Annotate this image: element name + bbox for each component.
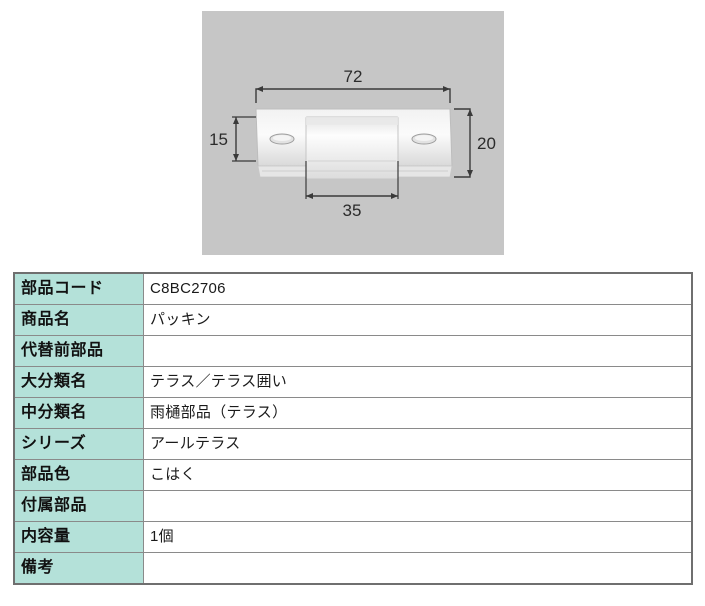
table-row: 中分類名 雨樋部品（テラス） — [14, 397, 692, 429]
table-row: 商品名 パッキン — [14, 304, 692, 336]
spec-value-part-code: C8BC2706 — [143, 273, 692, 305]
gasket-body — [255, 108, 453, 180]
spec-label-quantity: 内容量 — [14, 521, 144, 553]
spec-value-middle-category: 雨樋部品（テラス） — [143, 397, 692, 429]
product-spec-table: 部品コード C8BC2706 商品名 パッキン 代替前部品 大分類名 テラス／テ… — [13, 272, 693, 585]
spec-label-part-color: 部品色 — [14, 459, 144, 491]
spec-value-product-name: パッキン — [143, 304, 692, 336]
spec-value-remarks — [143, 552, 692, 584]
spec-value-series: アールテラス — [143, 428, 692, 460]
dimension-flange-height: 15 — [209, 116, 256, 162]
spec-label-middle-category: 中分類名 — [14, 397, 144, 429]
spec-value-major-category: テラス／テラス囲い — [143, 366, 692, 398]
spec-value-quantity: 1個 — [143, 521, 692, 553]
table-row: 部品色 こはく — [14, 459, 692, 491]
packing-gasket-technical-drawing: 72 20 15 35 — [209, 67, 496, 220]
dimension-label-35: 35 — [343, 201, 362, 220]
dimension-overall-height: 20 — [454, 108, 496, 178]
table-row: 部品コード C8BC2706 — [14, 273, 692, 305]
table-row: 内容量 1個 — [14, 521, 692, 553]
table-row: 代替前部品 — [14, 335, 692, 367]
dimension-label-72: 72 — [344, 67, 363, 86]
spec-value-included-parts — [143, 490, 692, 522]
spec-label-previous-part: 代替前部品 — [14, 335, 144, 367]
dimension-overall-width: 72 — [255, 67, 451, 103]
table-row: 大分類名 テラス／テラス囲い — [14, 366, 692, 398]
spec-label-remarks: 備考 — [14, 552, 144, 584]
dimension-center-width: 35 — [305, 161, 399, 220]
table-row: 付属部品 — [14, 490, 692, 522]
table-row: シリーズ アールテラス — [14, 428, 692, 460]
dimension-label-15: 15 — [209, 130, 228, 149]
spec-label-included-parts: 付属部品 — [14, 490, 144, 522]
dimension-label-20: 20 — [477, 134, 496, 153]
spec-label-series: シリーズ — [14, 428, 144, 460]
table-row: 備考 — [14, 552, 692, 584]
spec-value-part-color: こはく — [143, 459, 692, 491]
spec-value-previous-part — [143, 335, 692, 367]
product-image-panel: 72 20 15 35 — [202, 11, 504, 255]
spec-label-part-code: 部品コード — [14, 273, 144, 305]
spec-label-product-name: 商品名 — [14, 304, 144, 336]
spec-table-body: 部品コード C8BC2706 商品名 パッキン 代替前部品 大分類名 テラス／テ… — [14, 273, 692, 584]
spec-label-major-category: 大分類名 — [14, 366, 144, 398]
